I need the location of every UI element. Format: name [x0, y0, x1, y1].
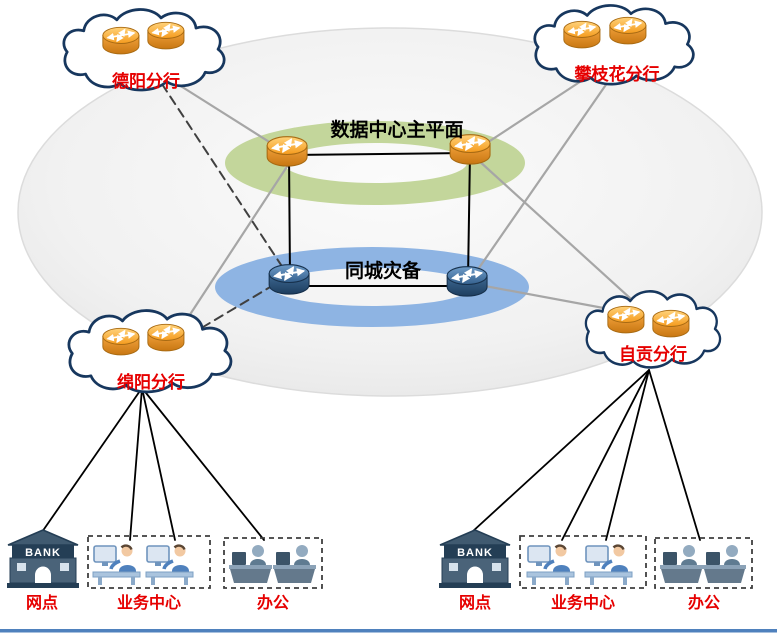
worker-at-computer-icon-right-2: [583, 543, 634, 587]
office-worker-icon-left-2: [273, 545, 316, 583]
access-sites-right: BANK 网点 业务中心 办公: [438, 529, 753, 612]
business-center-box-right: [519, 535, 647, 589]
bottom-border-bar: [0, 629, 777, 633]
router-icon-zigong-1: [608, 306, 644, 333]
link-mianyang-bank: [41, 387, 143, 533]
office-worker-icon-right-1: [660, 545, 703, 583]
link-deyang-dr-dashed: [161, 83, 288, 275]
worker-at-computer-icon-left-2: [144, 543, 195, 587]
site-label-left-bank: 网点: [26, 593, 58, 612]
link-panzhihua-main: [471, 68, 600, 154]
link-main-dr-left: [288, 154, 291, 278]
router-icon-panzhihua-2: [610, 17, 646, 44]
site-label-right-bank: 网点: [459, 593, 491, 612]
cloud-label-deyang: 德阳分行: [112, 71, 180, 91]
link-zigong-business-1: [561, 369, 650, 541]
router-icon-panzhihua-1: [564, 21, 600, 48]
cloud-label-panzhihua: 攀枝花分行: [574, 64, 660, 84]
office-box-right: [654, 537, 753, 589]
office-worker-icon-right-2: [703, 545, 746, 583]
links: [41, 68, 701, 541]
link-mianyang-office: [141, 387, 265, 541]
bank-building-icon-right: [438, 529, 512, 589]
site-label-left-office: 办公: [257, 593, 289, 612]
site-label-right-business: 业务中心: [551, 593, 615, 612]
link-zigong-business-2: [605, 369, 650, 541]
cloud-label-zigong: 自贡分行: [619, 344, 687, 364]
router-icon-deyang-2: [148, 22, 184, 49]
dr-router-icon-right: [447, 267, 487, 296]
router-icon-mianyang-1: [103, 328, 139, 355]
dr-router-icon-left: [269, 265, 309, 294]
worker-at-computer-icon-left-1: [91, 543, 142, 587]
business-center-box-left: [87, 535, 211, 589]
router-icon-mianyang-2: [148, 324, 184, 351]
main-plane-title: 数据中心主平面: [330, 118, 463, 141]
link-mianyang-business-1: [129, 387, 143, 541]
link-main-dr-right: [467, 152, 471, 280]
router-icon-zigong-2: [653, 310, 689, 337]
office-worker-icon-left-1: [229, 545, 272, 583]
link-zigong-main: [476, 158, 643, 310]
access-sites-left: BANK 网点 业务中心 办公: [6, 529, 323, 612]
worker-at-computer-icon-right-1: [525, 543, 576, 587]
link-panzhihua-dr: [470, 74, 614, 280]
bank-sign-left: BANK: [25, 547, 61, 559]
dr-title: 同城灾备: [345, 259, 422, 282]
office-box-left: [223, 537, 323, 589]
branch-clouds: 德阳分行 攀枝花分行 绵阳分行 自贡分行: [62, 4, 722, 394]
site-label-left-business: 业务中心: [117, 593, 181, 612]
cloud-label-mianyang: 绵阳分行: [117, 372, 185, 392]
router-icon-main-left: [267, 137, 307, 166]
link-mianyang-main: [170, 160, 292, 344]
link-zigong-office: [648, 369, 701, 541]
router-icon-deyang-1: [103, 27, 139, 54]
link-main-left-right: [289, 152, 469, 156]
bank-building-icon-left: [6, 529, 80, 589]
bank-sign-right: BANK: [457, 547, 493, 559]
link-mianyang-business-2: [141, 387, 176, 541]
link-zigong-bank: [471, 369, 650, 533]
site-label-right-office: 办公: [688, 593, 720, 612]
